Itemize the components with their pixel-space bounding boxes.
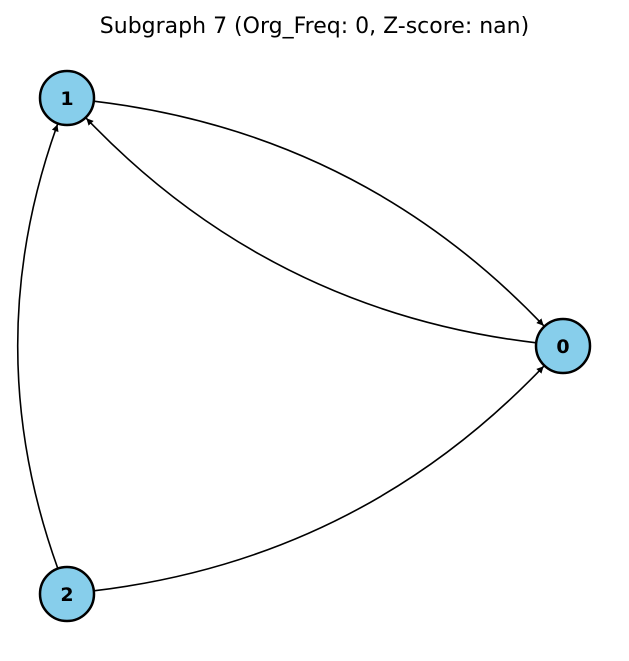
edge-1-to-0 <box>93 100 545 327</box>
node-0-label: 0 <box>556 336 569 358</box>
diagram-title: Subgraph 7 (Org_Freq: 0, Z-score: nan) <box>100 14 529 39</box>
nodes-layer: 0 1 2 <box>38 69 592 623</box>
edge-2-to-1 <box>16 124 59 569</box>
node-2-label: 2 <box>60 584 73 606</box>
node-2: 2 <box>38 565 96 623</box>
node-0: 0 <box>534 317 592 375</box>
edge-2-to-0 <box>93 365 545 592</box>
node-1: 1 <box>38 69 96 127</box>
node-0-circle <box>534 317 592 375</box>
node-1-circle <box>38 69 96 127</box>
node-1-label: 1 <box>60 88 73 110</box>
edges-layer <box>16 100 545 592</box>
node-2-circle <box>38 565 96 623</box>
edge-0-to-1 <box>85 117 537 344</box>
